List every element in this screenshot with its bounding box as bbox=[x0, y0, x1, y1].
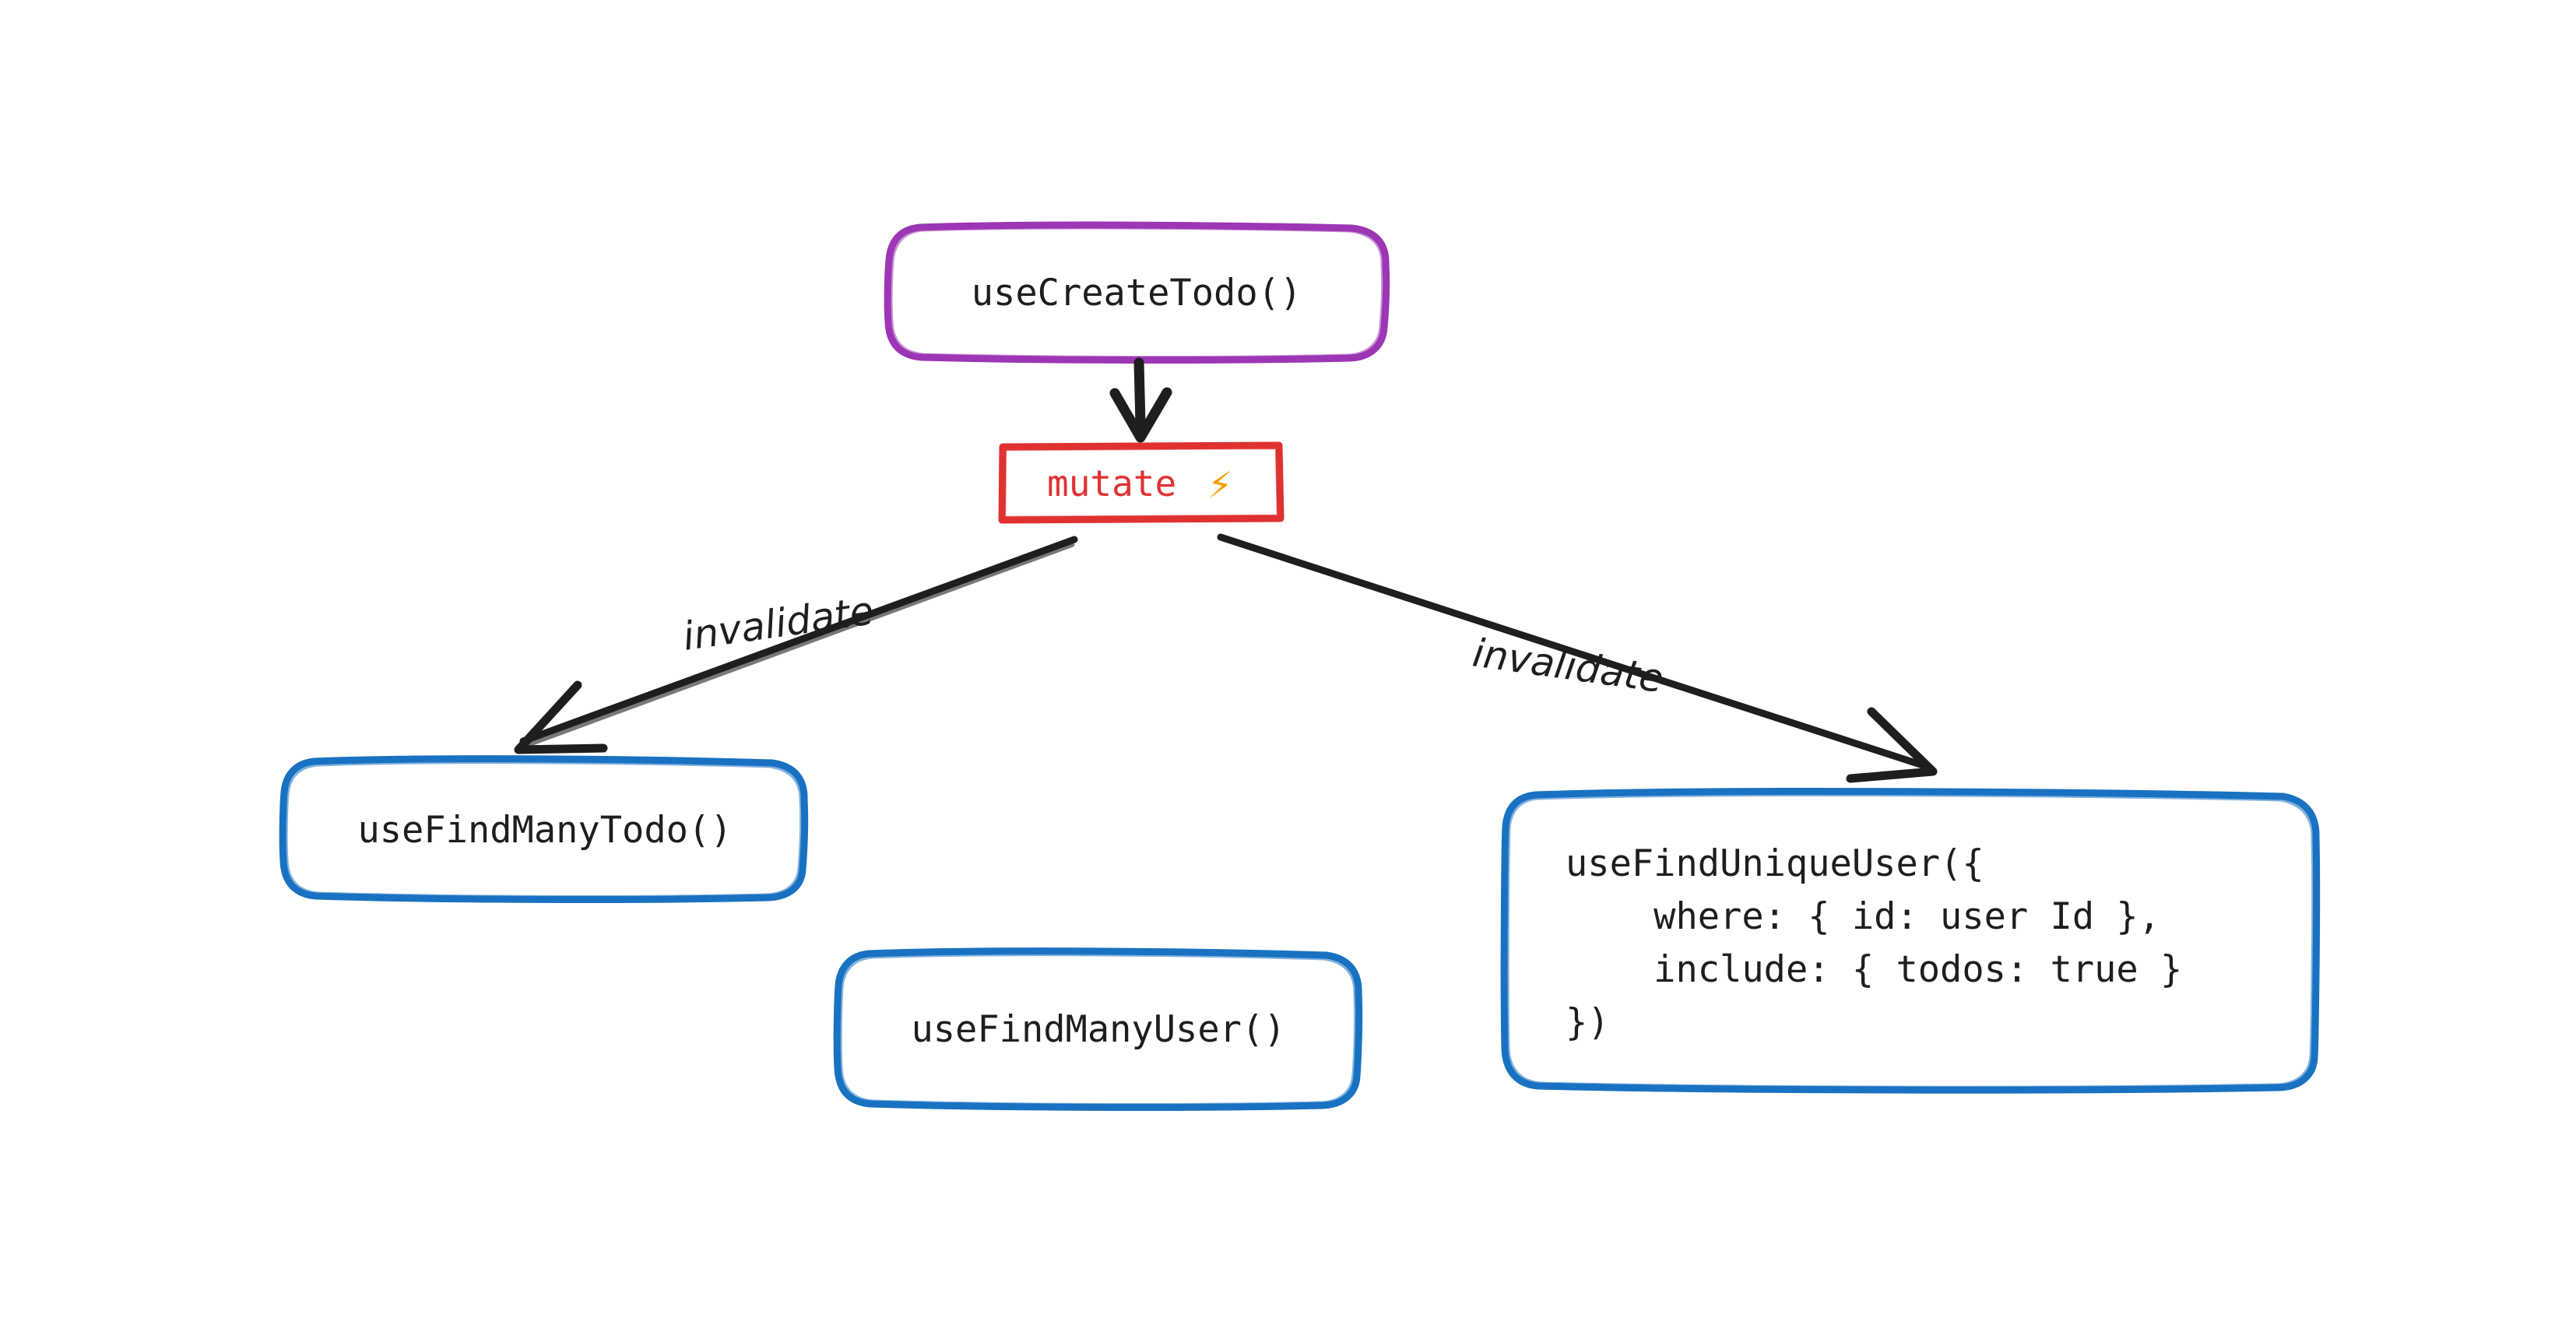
edge-left-arrowhead bbox=[514, 680, 608, 754]
node-mutate-outline-second-pass bbox=[1002, 445, 1281, 520]
node-use-find-unique-user-line-3: include: { todos: true } bbox=[1566, 948, 2182, 991]
edge-right-line bbox=[1217, 533, 1931, 771]
node-use-find-many-todo[interactable]: useFindManyTodo() bbox=[279, 755, 809, 903]
node-use-create-todo-label: useCreateTodo() bbox=[972, 272, 1302, 315]
node-use-find-unique-user-line-4: }) bbox=[1566, 1001, 1610, 1044]
edge-mutate-to-find-many-todo[interactable]: invalidate bbox=[514, 536, 1078, 754]
node-use-find-many-user-outline-second-pass bbox=[838, 952, 1358, 1107]
node-use-find-unique-user-outline-second-pass bbox=[1505, 793, 2316, 1090]
node-use-find-many-todo-label: useFindManyTodo() bbox=[357, 809, 732, 852]
edge-create-to-mutate-line bbox=[1133, 357, 1146, 430]
edge-right-label: invalidate bbox=[1470, 630, 1666, 701]
node-use-find-unique-user[interactable]: useFindUniqueUser({ where: { id: user Id… bbox=[1500, 788, 2321, 1094]
edge-right-arrowhead bbox=[1846, 707, 1938, 783]
edge-create-to-mutate[interactable] bbox=[1109, 357, 1172, 443]
node-mutate-outline bbox=[998, 441, 1284, 524]
node-mutate[interactable]: mutate ⚡ bbox=[998, 441, 1284, 524]
node-use-find-many-user[interactable]: useFindManyUser() bbox=[833, 947, 1363, 1111]
edge-left-line-second-pass bbox=[524, 543, 1075, 748]
node-use-find-many-todo-outline bbox=[279, 755, 809, 903]
high-voltage-icon: ⚡ bbox=[1207, 464, 1232, 506]
node-use-find-unique-user-line-2: where: { id: user Id }, bbox=[1566, 895, 2160, 938]
node-use-create-todo[interactable]: useCreateTodo() bbox=[884, 221, 1390, 364]
node-use-find-many-todo-outline-second-pass bbox=[283, 760, 804, 899]
node-use-find-many-user-outline bbox=[833, 947, 1363, 1111]
node-mutate-label: mutate bbox=[1047, 462, 1176, 504]
edge-left-line bbox=[519, 536, 1078, 745]
node-use-find-unique-user-outline bbox=[1500, 788, 2321, 1094]
edge-mutate-to-find-unique-user[interactable]: invalidate bbox=[1217, 533, 1938, 783]
node-use-find-unique-user-line-1: useFindUniqueUser({ bbox=[1566, 842, 1984, 885]
node-use-create-todo-outline-second-pass bbox=[888, 225, 1386, 360]
node-use-create-todo-outline bbox=[884, 221, 1390, 364]
node-use-find-many-user-label: useFindManyUser() bbox=[911, 1008, 1285, 1051]
edge-create-to-mutate-arrowhead bbox=[1109, 387, 1172, 443]
